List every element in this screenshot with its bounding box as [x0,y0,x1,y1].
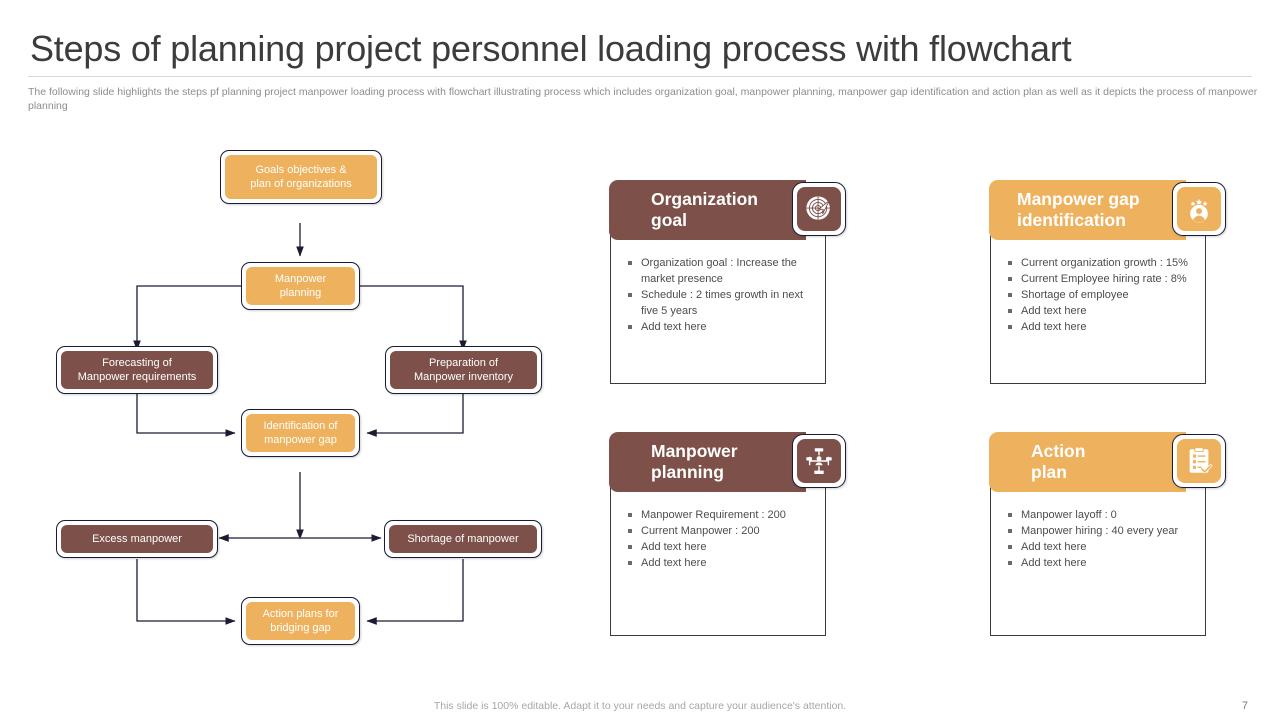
flow-node-goals[interactable]: Goals objectives & plan of organizations [220,150,382,204]
list-item: Schedule : 2 times growth in next five 5… [621,287,815,319]
flow-node-label: Excess manpower [61,525,213,553]
card-organization-goal[interactable]: Organization goal Organization goal : In… [609,180,846,385]
page-number: 7 [1241,700,1248,712]
target-arrow-icon [806,196,830,220]
footer-note: This slide is 100% editable. Adapt it to… [433,700,847,712]
flow-node-label: Preparation of Manpower inventory [390,351,537,389]
list-item: Add text here [1001,539,1195,555]
card-body: Current organization growth : 15% Curren… [990,234,1206,384]
flow-node-label: Shortage of manpower [389,525,537,553]
list-item: Add text here [621,555,815,571]
list-item: Add text here [621,539,815,555]
card-body: Manpower layoff : 0 Manpower hiring : 40… [990,486,1206,636]
list-item: Current Employee hiring rate : 8% [1001,271,1195,287]
page-subtitle: The following slide highlights the steps… [28,86,1258,112]
card-bullet-list: Manpower layoff : 0 Manpower hiring : 40… [1001,507,1195,571]
list-item: Current Manpower : 200 [621,523,815,539]
flow-node-action-plans[interactable]: Action plans for bridging gap [241,597,360,645]
card-icon-badge[interactable] [792,434,846,488]
flow-node-forecasting[interactable]: Forecasting of Manpower requirements [56,346,218,394]
title-divider [28,76,1252,77]
card-icon-badge[interactable] [1172,434,1226,488]
list-item: Add text here [621,319,815,335]
flow-node-excess-manpower[interactable]: Excess manpower [56,520,218,558]
flow-node-label: Manpower planning [246,267,355,305]
flow-node-preparation[interactable]: Preparation of Manpower inventory [385,346,542,394]
page-title: Steps of planning project personnel load… [30,28,1072,69]
flow-node-label: Goals objectives & plan of organizations [225,155,377,199]
list-item: Manpower Requirement : 200 [621,507,815,523]
flowchart-diagram: Goals objectives & plan of organizations… [0,150,580,660]
checklist-clipboard-icon [1189,447,1213,474]
flowchart-connectors [133,223,467,625]
card-header: Organization goal [609,180,806,240]
flow-node-label: Action plans for bridging gap [246,602,355,640]
list-item: Add text here [1001,555,1195,571]
card-header: Manpower planning [609,432,806,492]
card-header: Action plan [989,432,1186,492]
card-bullet-list: Manpower Requirement : 200 Current Manpo… [621,507,815,571]
card-bullet-list: Organization goal : Increase the market … [621,255,815,335]
card-manpower-gap-identification[interactable]: Manpower gap identification Current orga… [989,180,1226,385]
flow-node-shortage-manpower[interactable]: Shortage of manpower [384,520,542,558]
list-item: Add text here [1001,303,1195,319]
card-manpower-planning[interactable]: Manpower planning [609,432,846,637]
flow-node-identification[interactable]: Identification of manpower gap [241,409,360,457]
list-item: Manpower hiring : 40 every year [1001,523,1195,539]
list-item: Organization goal : Increase the market … [621,255,815,287]
card-body: Manpower Requirement : 200 Current Manpo… [610,486,826,636]
flow-node-label: Forecasting of Manpower requirements [61,351,213,389]
flow-node-manpower-planning[interactable]: Manpower planning [241,262,360,310]
flow-node-label: Identification of manpower gap [246,414,355,452]
list-item: Shortage of employee [1001,287,1195,303]
card-body: Organization goal : Increase the market … [610,234,826,384]
list-item: Add text here [1001,319,1195,335]
person-stars-icon [1190,198,1208,223]
card-action-plan[interactable]: Action plan Manpower layoff : 0 [989,432,1226,637]
card-header: Manpower gap identification [989,180,1186,240]
card-icon-badge[interactable] [792,182,846,236]
card-icon-badge[interactable] [1172,182,1226,236]
org-chart-icon [806,448,832,474]
card-bullet-list: Current organization growth : 15% Curren… [1001,255,1195,335]
list-item: Current organization growth : 15% [1001,255,1195,271]
list-item: Manpower layoff : 0 [1001,507,1195,523]
